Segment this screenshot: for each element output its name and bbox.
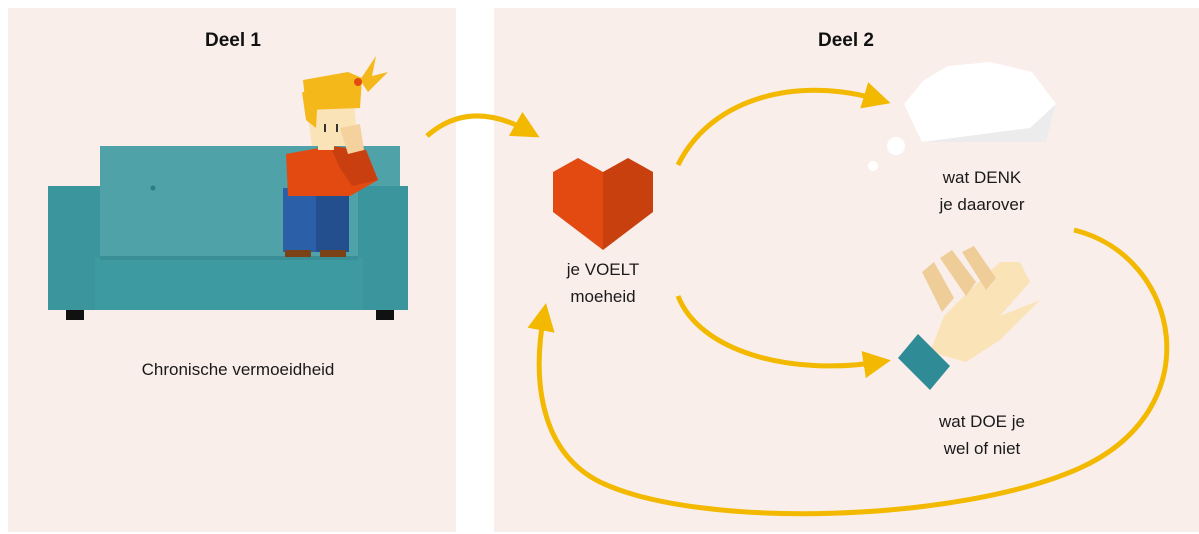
hand-icon: [898, 246, 1040, 390]
feel-label-line-1: je VOELT: [566, 260, 640, 279]
tired-person-icon: [283, 56, 388, 257]
arrow-loop-back: [527, 227, 1170, 517]
sofa-icon: [48, 146, 408, 320]
think-label-line-1: wat DENK: [942, 168, 1022, 187]
feel-label: je VOELT moeheid: [528, 256, 678, 310]
do-label-line-1: wat DOE je: [939, 412, 1025, 431]
arrow-feel-to-do: [675, 295, 891, 379]
part1-caption: Chronische vermoeidheid: [141, 360, 335, 379]
panel-part-2: [494, 8, 1199, 532]
heart-icon: [553, 158, 653, 250]
part2-title: Deel 2: [818, 30, 874, 51]
think-label: wat DENK je daarover: [902, 164, 1062, 218]
do-label-line-2: wel of niet: [943, 439, 1021, 458]
arrow-feel-to-think: [675, 82, 891, 167]
think-label-line-2: je daarover: [939, 195, 1025, 214]
transition-arrow: [425, 111, 540, 138]
do-label: wat DOE je wel of niet: [902, 408, 1062, 462]
part1-title: Deel 1: [205, 30, 261, 51]
feel-label-line-2: moeheid: [570, 287, 636, 306]
thought-cloud-icon: [868, 62, 1056, 171]
